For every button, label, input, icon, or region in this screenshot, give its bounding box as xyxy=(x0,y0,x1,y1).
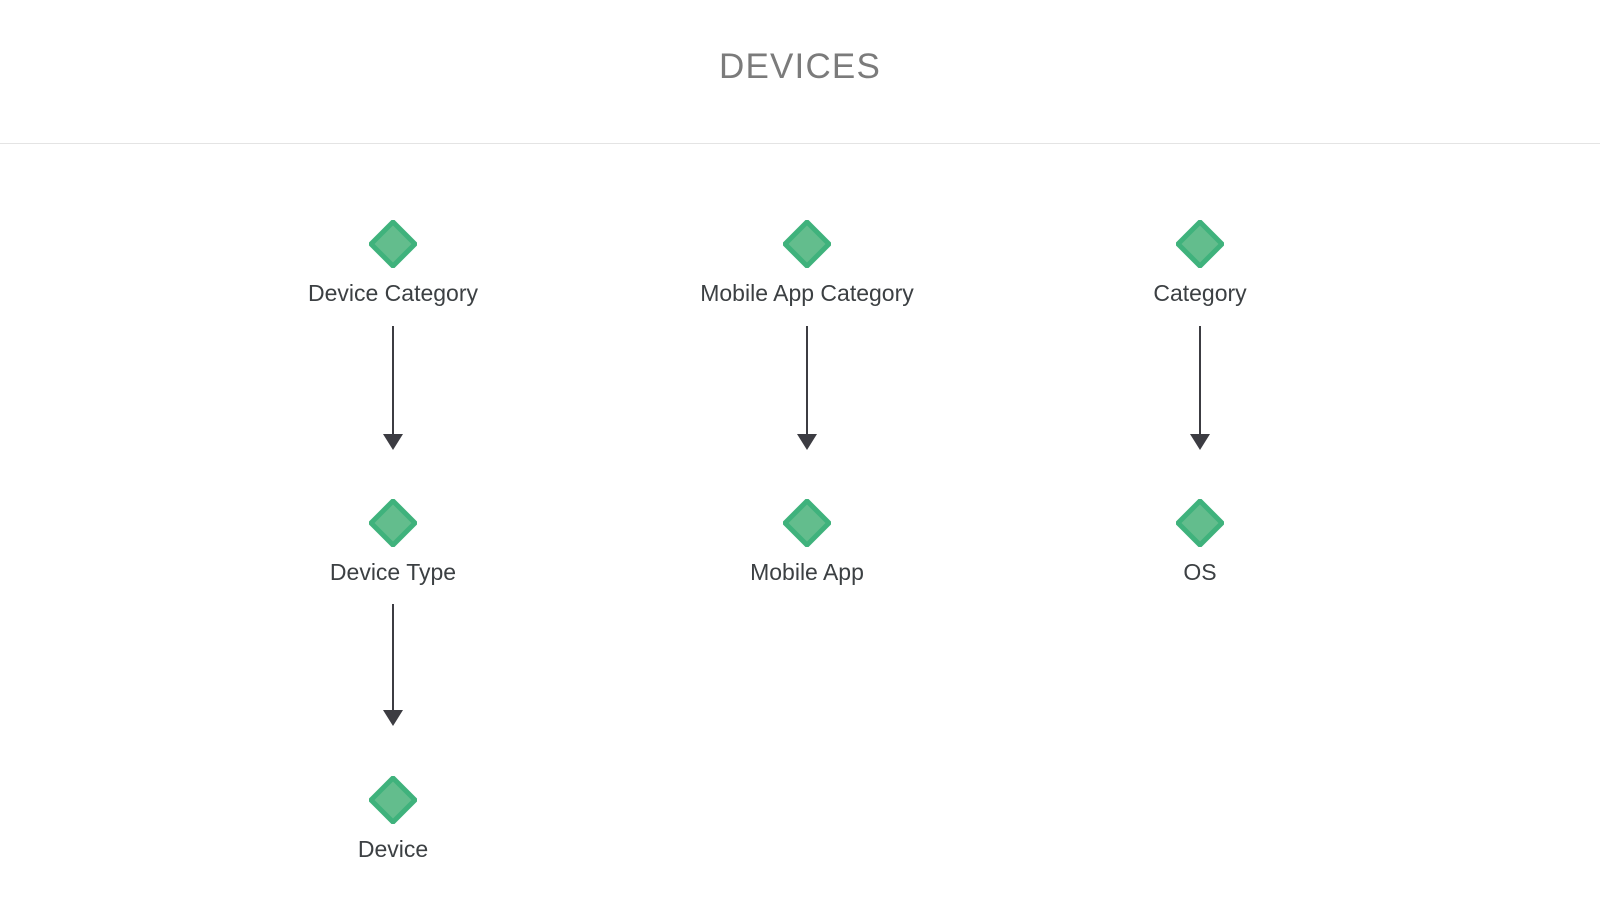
diamond-icon xyxy=(369,499,417,547)
node-os[interactable]: OS xyxy=(1050,499,1350,587)
node-label: Device Category xyxy=(307,280,479,306)
diamond-icon xyxy=(1176,499,1224,547)
node-label: Mobile App xyxy=(750,559,864,585)
edge-category-to-os xyxy=(1190,326,1210,450)
node-mobile-app[interactable]: Mobile App xyxy=(657,499,957,587)
node-mobile-app-category[interactable]: Mobile App Category xyxy=(657,220,957,308)
node-device-type[interactable]: Device Type xyxy=(243,499,543,587)
diamond-icon xyxy=(369,776,417,824)
node-label: Category xyxy=(1153,280,1247,306)
page-header: DEVICES xyxy=(0,0,1600,144)
node-device[interactable]: Device xyxy=(243,776,543,864)
diagram-edges-layer xyxy=(383,326,1210,726)
page-title: DEVICES xyxy=(718,47,882,86)
diamond-icon xyxy=(783,220,831,268)
edge-device-type-to-device xyxy=(383,604,403,726)
edge-device-category-to-device-type xyxy=(383,326,403,450)
node-label: Mobile App Category xyxy=(700,280,914,306)
edge-mobile-app-category-to-mobile-app xyxy=(797,326,817,450)
node-category[interactable]: Category xyxy=(1050,220,1350,308)
node-label: Device Type xyxy=(329,559,457,585)
diamond-icon xyxy=(1176,220,1224,268)
node-label: OS xyxy=(1183,559,1217,585)
diagram-canvas: Device Category Device Type Device Mobil… xyxy=(0,144,1600,906)
node-device-category[interactable]: Device Category xyxy=(243,220,543,308)
diamond-icon xyxy=(783,499,831,547)
node-label: Device xyxy=(357,836,429,862)
diamond-icon xyxy=(369,220,417,268)
